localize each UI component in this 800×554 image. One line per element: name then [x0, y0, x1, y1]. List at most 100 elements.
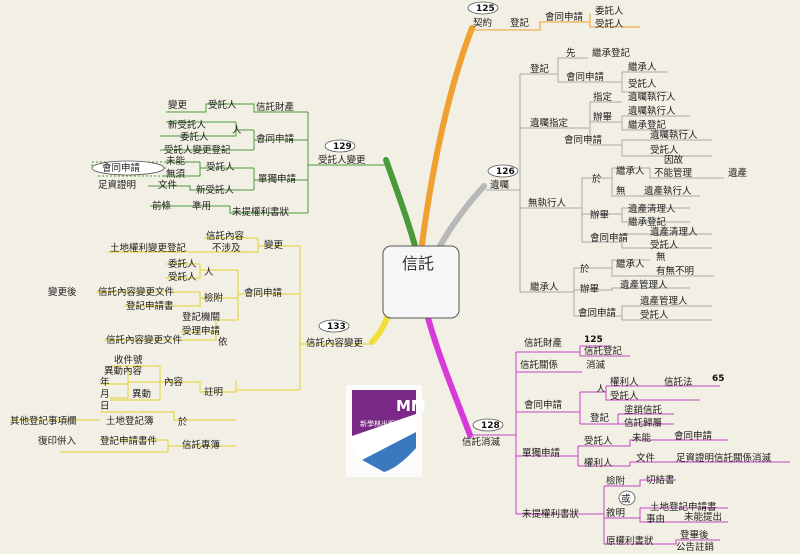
lines-heir	[486, 57, 724, 321]
label: 切結書	[646, 474, 675, 486]
label: 受託人	[584, 435, 613, 447]
label: 有無不明	[656, 265, 694, 277]
label: 會同申請	[244, 287, 283, 299]
label: 單獨申請	[258, 173, 297, 185]
label: 125	[476, 4, 495, 14]
label: 異動	[132, 389, 151, 400]
lines-contract	[470, 14, 640, 31]
label: 土地登記申請書	[650, 501, 717, 513]
label: 異動內容	[104, 365, 143, 377]
label: 遺囑指定	[530, 117, 569, 129]
label: 會同申請	[578, 307, 617, 319]
logo-text: MM	[396, 397, 426, 415]
label: 人	[232, 125, 242, 136]
label: 原權利書狀	[606, 535, 654, 547]
label: 日	[100, 401, 110, 412]
label: 登記	[530, 63, 550, 75]
label: 事由	[646, 513, 665, 525]
label: 會同申請	[674, 430, 713, 442]
label: 於	[178, 416, 188, 428]
label: 信託內容變更文件	[98, 286, 175, 298]
logo-caption: 新學林出版社	[360, 419, 402, 428]
label: 會同申請	[566, 71, 605, 83]
label: 塗銷信託	[624, 404, 663, 416]
label: 受託人變更登記	[164, 144, 231, 156]
label: 受託人	[640, 309, 669, 321]
label: 遺產	[728, 167, 748, 179]
label: 登畢後	[680, 529, 709, 541]
label: 依	[218, 336, 228, 348]
label: 辦畢	[590, 209, 610, 221]
label: 會同申請	[524, 399, 563, 411]
label: 登記機關	[182, 311, 220, 323]
center-node	[382, 245, 460, 319]
label: 註明	[204, 386, 223, 398]
label: 信託歸屬	[624, 417, 662, 429]
label: 遺囑	[490, 179, 509, 191]
label: 土地登記簿	[106, 415, 154, 427]
label: 繼承登記	[592, 47, 631, 59]
label: 登記	[510, 17, 530, 29]
label: 無	[616, 185, 626, 197]
label: 辦畢	[593, 111, 613, 123]
label: 新受託人	[168, 119, 207, 131]
label: 會同申請	[590, 232, 629, 244]
publisher-logo	[346, 385, 422, 477]
number-bubbles	[91, 1, 636, 506]
label: 或	[621, 493, 631, 505]
label: 未能	[632, 432, 652, 444]
label: 受託人	[595, 18, 624, 30]
label: 受理申請	[182, 325, 221, 337]
label: 委託人	[168, 258, 197, 270]
label: 因故	[664, 154, 684, 166]
label: 無	[656, 251, 666, 263]
label: 遺囑執行人	[628, 105, 676, 117]
label: 信託專簿	[182, 439, 221, 451]
label: 單獨申請	[522, 447, 561, 459]
label: 收件號	[114, 354, 143, 366]
label: 信託內容變更文件	[106, 334, 183, 346]
label: 於	[592, 173, 602, 185]
label: 年	[100, 376, 110, 388]
label: 遺產清理人	[650, 226, 698, 238]
label: 會同申請	[256, 133, 295, 145]
label: 信託消滅	[462, 436, 501, 448]
label: 會同申請	[564, 134, 603, 146]
label: 不能管理	[654, 167, 693, 179]
label: 人	[596, 384, 606, 395]
label: 129	[333, 142, 352, 152]
label: 信託財產	[256, 101, 295, 113]
label: 繼承人	[530, 281, 559, 293]
label: 不涉及	[212, 242, 241, 254]
label: 未能提出	[684, 511, 722, 523]
lines-content	[10, 237, 372, 453]
label: 會同申請	[545, 11, 584, 23]
label: 遺產管理人	[640, 295, 688, 307]
label: 變更	[264, 239, 284, 251]
label: 消滅	[586, 359, 606, 371]
label: 公告註銷	[676, 541, 714, 553]
label: 133	[327, 322, 346, 332]
node-labels: 信託 MM 新學林出版社 125 契約 登記 會同申請 委託人 受託人 126 …	[10, 4, 772, 553]
label: 繼承人	[616, 258, 645, 270]
label: 信託內容變更	[306, 337, 364, 349]
label: 文件	[636, 452, 656, 464]
label: 受託人	[206, 161, 235, 173]
label: 足資證明信託關係消滅	[676, 452, 772, 464]
label: 126	[496, 167, 515, 177]
label: 遺產管理人	[620, 279, 668, 291]
label: 登記申請書	[126, 300, 174, 312]
label: 繼承人	[628, 61, 657, 73]
label: 新受託人	[196, 184, 235, 196]
label: 變更	[168, 99, 188, 111]
label: 65	[712, 374, 725, 384]
label: 內容	[164, 376, 184, 388]
label: 復印併入	[38, 435, 77, 447]
label: 辦畢	[580, 283, 600, 295]
label: 受託人	[650, 144, 679, 156]
lines-amend	[91, 103, 386, 214]
branch-heir	[437, 183, 487, 249]
label: 無執行人	[528, 197, 567, 209]
label: 繼承人	[616, 165, 645, 177]
label: 繼承登記	[628, 119, 667, 131]
